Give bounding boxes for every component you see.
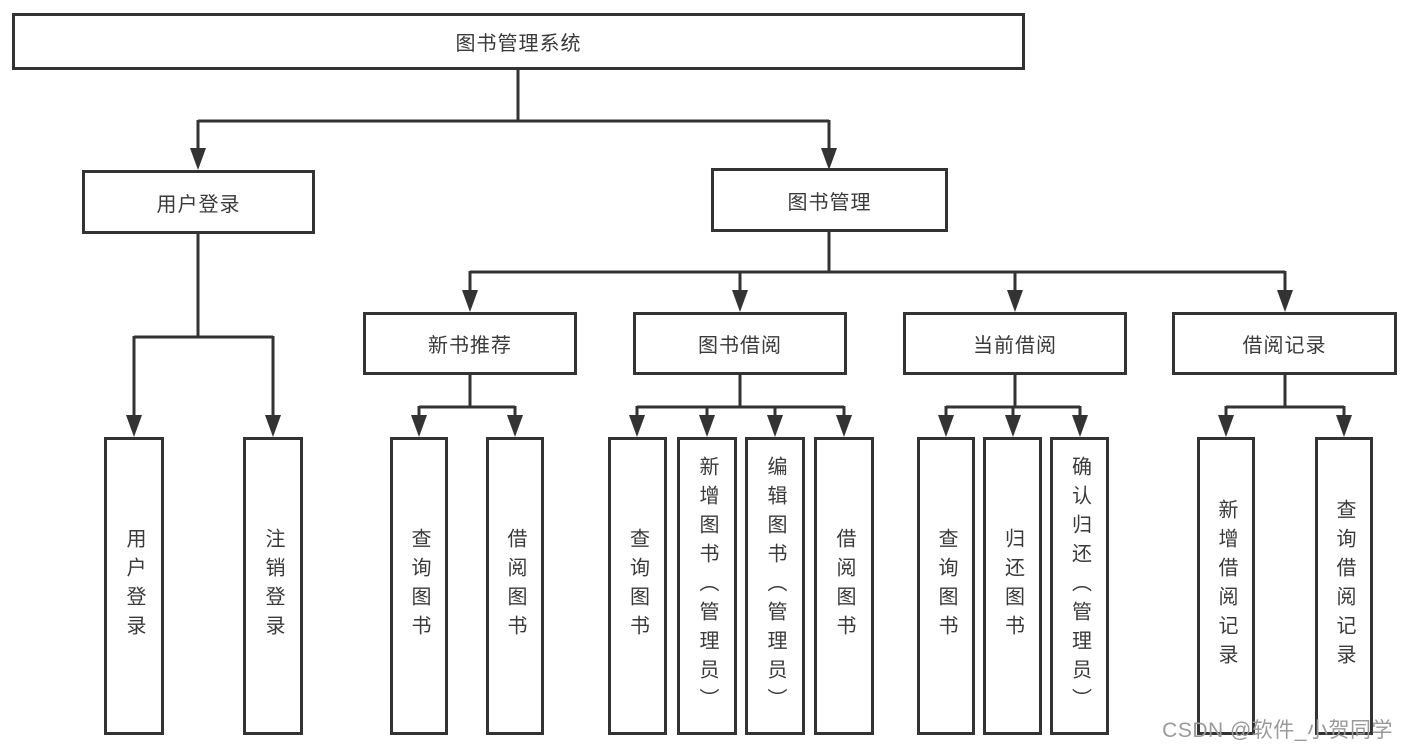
connector-book-mgmt-to-level3: [462, 232, 1293, 312]
leaf-borrow-books-recommend: 借阅图书: [486, 437, 544, 735]
node-borrow-records: 借阅记录: [1172, 312, 1397, 375]
leaf-borrow-books-recommend-label: 借阅图书: [504, 528, 526, 644]
leaf-query-books-recommend-label: 查询图书: [408, 528, 430, 644]
connector-new-book-to-leaves: [411, 375, 523, 437]
connector-current-borrow-to-leaves: [938, 374, 1088, 437]
leaf-logout: 注销登录: [243, 437, 303, 735]
leaf-query-books-current-label: 查询图书: [935, 528, 957, 644]
node-book-borrow: 图书借阅: [633, 312, 847, 375]
leaf-query-books-current: 查询图书: [917, 437, 975, 735]
connector-user-login-to-leaves: [126, 234, 281, 437]
node-user-login: 用户登录: [82, 170, 315, 234]
leaf-return-book: 归还图书: [983, 437, 1042, 735]
leaf-add-book-admin: 新增图书（管理员）: [677, 437, 737, 735]
node-book-management: 图书管理: [711, 168, 948, 232]
node-new-book-recommend: 新书推荐: [363, 312, 577, 375]
connector-root-to-level2: [190, 70, 837, 170]
leaf-query-books-borrow: 查询图书: [608, 437, 667, 735]
leaf-return-book-label: 归还图书: [1001, 528, 1024, 644]
leaf-query-borrow-record-label: 查询借阅记录: [1333, 499, 1355, 673]
leaf-borrow-books: 借阅图书: [814, 437, 874, 735]
leaf-add-borrow-record: 新增借阅记录: [1197, 437, 1255, 735]
leaf-edit-book-admin: 编辑图书（管理员）: [745, 437, 805, 735]
leaf-query-books-recommend: 查询图书: [390, 437, 448, 735]
node-library-system: 图书管理系统: [12, 13, 1025, 70]
leaf-add-borrow-record-label: 新增借阅记录: [1215, 499, 1237, 673]
leaf-confirm-return-admin: 确认归还（管理员）: [1050, 437, 1109, 735]
leaf-user-login: 用户登录: [104, 437, 164, 735]
leaf-query-borrow-record: 查询借阅记录: [1315, 437, 1373, 735]
leaf-edit-book-admin-label: 编辑图书（管理员）: [764, 455, 786, 717]
leaf-logout-label: 注销登录: [262, 528, 284, 644]
watermark-text: CSDN @软件_小贺同学: [1162, 719, 1393, 742]
leaf-confirm-return-admin-label: 确认归还（管理员）: [1068, 455, 1091, 717]
leaf-query-books-borrow-label: 查询图书: [626, 528, 649, 644]
connector-book-borrow-to-leaves: [629, 375, 852, 437]
leaf-user-login-label: 用户登录: [123, 528, 145, 644]
node-current-borrow: 当前借阅: [903, 312, 1127, 375]
connector-borrow-records-to-leaves: [1218, 374, 1352, 437]
leaf-add-book-admin-label: 新增图书（管理员）: [696, 455, 718, 717]
leaf-borrow-books-label: 借阅图书: [833, 528, 855, 644]
